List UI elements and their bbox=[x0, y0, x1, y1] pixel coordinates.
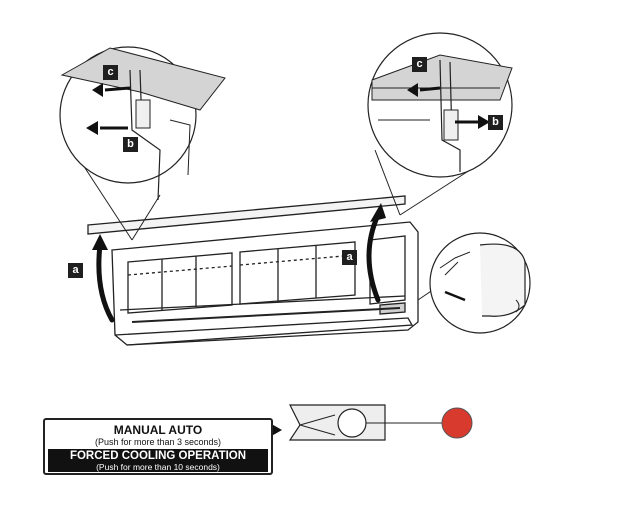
right-lift-arrow bbox=[366, 212, 381, 303]
label-c-left: c bbox=[103, 65, 118, 80]
label-b-right: b bbox=[488, 115, 503, 130]
control-panel-label: MANUAL AUTO (Push for more than 3 second… bbox=[43, 418, 273, 475]
filter-left bbox=[127, 252, 233, 314]
status-indicator-led bbox=[441, 407, 473, 439]
label-a-left: a bbox=[68, 263, 83, 278]
indoor-unit bbox=[87, 195, 419, 346]
label-b-left: b bbox=[123, 137, 138, 152]
forced-cooling-hint: (Push for more than 10 seconds) bbox=[96, 462, 220, 472]
forced-cooling-title: FORCED COOLING OPERATION bbox=[69, 450, 247, 462]
left-arrowhead bbox=[92, 234, 108, 250]
forced-cooling-block: FORCED COOLING OPERATION (Push for more … bbox=[48, 449, 268, 472]
filter-right bbox=[239, 241, 356, 305]
left-lift-arrow bbox=[96, 242, 115, 323]
button-diagram bbox=[250, 404, 473, 441]
label-a-right: a bbox=[342, 250, 357, 265]
manual-auto-title: MANUAL AUTO bbox=[113, 423, 203, 437]
right-callout bbox=[367, 32, 513, 216]
lift-arrows bbox=[96, 212, 381, 323]
right-arrowhead bbox=[370, 203, 386, 222]
push-button bbox=[337, 408, 367, 438]
label-c-right: c bbox=[412, 57, 427, 72]
manual-auto-hint: (Push for more than 3 seconds) bbox=[94, 437, 222, 447]
left-callout bbox=[59, 46, 226, 241]
side-callout bbox=[417, 232, 531, 334]
